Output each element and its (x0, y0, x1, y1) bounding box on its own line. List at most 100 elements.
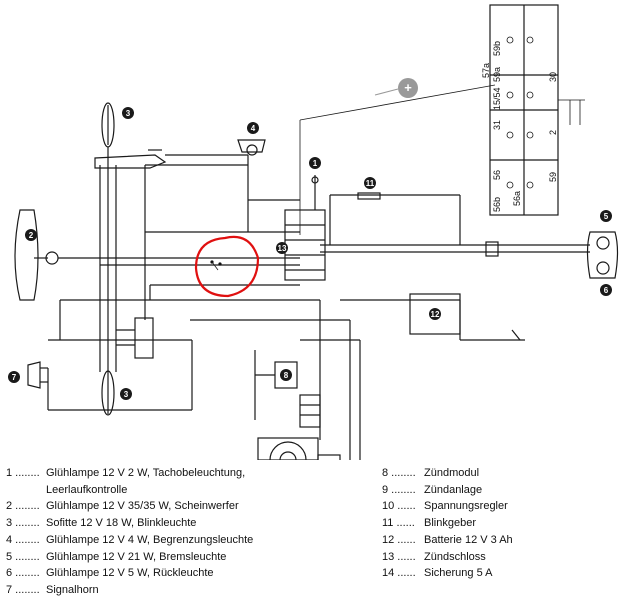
legend-number: 1 ........ (6, 467, 40, 479)
legend-number: 11 ...... (382, 517, 415, 530)
parking-lamp (237, 139, 266, 156)
legend-item: 3 ........ Sofitte 12 V 18 W, Blinkleucht… (6, 515, 253, 532)
legend-item: 7 ........ Signalhorn (6, 582, 253, 599)
svg-text:6: 6 (604, 286, 609, 295)
harness-wires (47, 84, 590, 460)
legend-text: Glühlampe 12 V 2 W, Tachobeleuchtung, (46, 467, 246, 479)
regulator (299, 394, 321, 428)
terminal-31: 31 (492, 120, 502, 130)
legend-number: 4 ........ (6, 533, 40, 546)
rear-blinker (101, 370, 115, 416)
terminal-57a: 57a (481, 63, 491, 78)
legend-text: Zündschloss (424, 550, 486, 563)
svg-text:1: 1 (313, 159, 318, 168)
legend-item: 12 ...... Batterie 12 V 3 Ah (382, 532, 513, 549)
legend-number: 10 ...... (382, 500, 416, 513)
speedo-lamp (311, 175, 319, 210)
terminal-2: 2 (548, 130, 558, 135)
badge-4: 4 (247, 122, 259, 134)
badge-7: 7 (8, 371, 20, 383)
legend-number: 9 ........ (382, 483, 416, 496)
badge-13: 13 (276, 242, 288, 254)
legend-number (6, 482, 46, 499)
switch-terminal-labels: 59b 59a 15/54 31 56 56b 56a 30 2 59 57a (481, 41, 558, 212)
plus-pointer: + (374, 78, 418, 98)
badge-8: 8 (280, 369, 292, 381)
terminal-15-54: 15/54 (492, 87, 502, 110)
component-badges: 1 2 3 3 4 5 6 7 8 9 10 11 12 13 (8, 107, 612, 400)
legend-item: 1 ........ Glühlampe 12 V 2 W, Tachobeleu… (6, 465, 253, 482)
legend-item: 4 ........ Glühlampe 12 V 4 W, Begrenzung… (6, 532, 253, 549)
legend-text: Glühlampe 12 V 4 W, Begrenzungsleuchte (46, 533, 254, 546)
badge-1: 1 (309, 157, 321, 169)
legend-number: 7 ........ (6, 583, 40, 596)
legend-number: 3 ........ (6, 517, 40, 530)
legend-item: 8 ........ Zündmodul (382, 465, 513, 482)
legend-item: 13 ...... Zündschloss (382, 549, 513, 566)
legend-text: Spannungsregler (424, 500, 508, 513)
svg-text:3: 3 (124, 390, 129, 399)
svg-text:8: 8 (284, 371, 289, 380)
legend-right: 8 ........ Zündmodul 9 ........ Zündanlage… (382, 465, 513, 582)
legend-left: 1 ........ Glühlampe 12 V 2 W, Tachobeleu… (6, 465, 253, 599)
svg-text:4: 4 (251, 124, 256, 133)
legend-item: 11 ...... Blinkgeber (382, 515, 513, 532)
svg-text:12: 12 (431, 310, 440, 319)
legend-number: 14 ...... (382, 567, 416, 580)
horn (27, 361, 48, 389)
terminal-30: 30 (548, 72, 558, 82)
legend-item: 9 ........ Zündanlage (382, 482, 513, 499)
legend-text: Zündanlage (424, 483, 483, 496)
badge-12: 12 (429, 308, 441, 320)
legend-text: Sicherung 5 A (424, 567, 493, 580)
ignition-switch (489, 4, 585, 216)
fuse (357, 192, 381, 200)
ignition-module (254, 350, 298, 420)
terminal-59a: 59a (492, 67, 502, 82)
svg-text:3: 3 (126, 109, 131, 118)
legend-text: Sofitte 12 V 18 W, Blinkleuchte (46, 517, 197, 530)
legend-item: 6 ........Glühlampe 12 V 5 W, Rückleucht… (6, 565, 253, 582)
svg-text:2: 2 (29, 231, 34, 240)
legend-text: Blinkgeber (424, 517, 476, 530)
svg-text:11: 11 (366, 179, 375, 188)
legend-item: 2 ........ Glühlampe 12 V 35/35 W, Schein… (6, 498, 253, 515)
highlight-circle (194, 235, 260, 298)
legend-text: Glühlampe 12 V 21 W, Bremsleuchte (46, 550, 227, 563)
badge-3-top: 3 (122, 107, 134, 119)
legend-number: 5 ........ (6, 550, 40, 563)
headlight (14, 209, 100, 301)
badge-5: 5 (600, 210, 612, 222)
legend-text: Glühlampe 12 V 5 W, Rückleuchte (46, 567, 214, 580)
junction-block (284, 209, 326, 281)
svg-text:7: 7 (12, 373, 17, 382)
rear-lamp (586, 231, 619, 279)
legend-number: 12 ...... (382, 533, 416, 546)
legend-item: 10 ...... Spannungsregler (382, 498, 513, 515)
terminal-59b: 59b (492, 41, 502, 56)
rear-connector (485, 241, 499, 257)
legend-item: 5 ........ Glühlampe 12 V 21 W, Bremsleuc… (6, 549, 253, 566)
legend-number: 2 ........ (6, 500, 40, 513)
legend-item: Leerlaufkontrolle (6, 482, 253, 499)
badge-2: 2 (25, 229, 37, 241)
badge-3-bottom: 3 (120, 388, 132, 400)
terminal-56: 56 (492, 170, 502, 180)
front-blinker (101, 102, 115, 160)
legend-text: Zündmodul (424, 467, 480, 479)
svg-text:13: 13 (278, 244, 287, 253)
legend-text: Batterie 12 V 3 Ah (424, 533, 513, 546)
badge-11: 11 (364, 177, 376, 189)
legend-number: 13 ...... (382, 550, 416, 563)
legend-text: Leerlaufkontrolle (46, 483, 128, 496)
legend-number: 8 ........ (382, 467, 416, 479)
badge-6: 6 (600, 284, 612, 296)
terminal-56a: 56a (512, 191, 522, 206)
legend-item: 14 ...... Sicherung 5 A (382, 565, 513, 582)
terminal-59: 59 (548, 172, 558, 182)
terminal-56b: 56b (492, 197, 502, 212)
battery (409, 293, 461, 335)
svg-text:5: 5 (604, 212, 609, 221)
legend-text: Glühlampe 12 V 35/35 W, Scheinwerfer (46, 500, 239, 513)
legend-text: Signalhorn (46, 583, 99, 596)
